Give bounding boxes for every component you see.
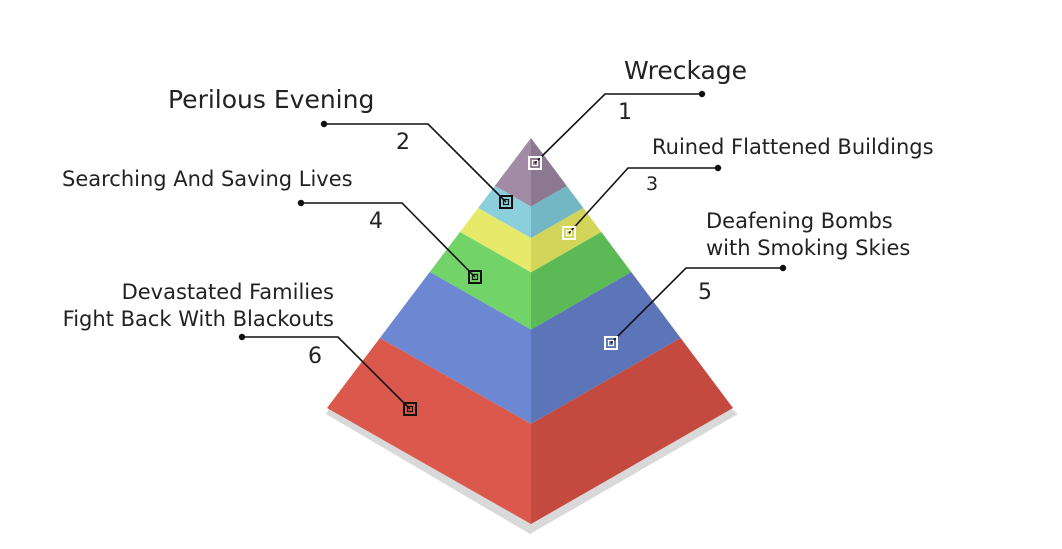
level-1-number: 1 [618,100,632,125]
level-3-marker-inner [565,229,573,237]
level-5-label: Deafening Bombs with Smoking Skies [706,208,910,262]
level-5-label-line-2: with Smoking Skies [706,236,911,260]
level-6-number: 6 [308,344,322,369]
level-4-label: Searching And Saving Lives [62,167,353,191]
level-2-left-face [478,186,531,239]
level-2-label: Perilous Evening [168,85,375,114]
level-3-right-face [531,208,602,273]
level-1-label: Wreckage [624,56,748,85]
level-5-leader-dot [779,264,787,272]
level-2-right-face [531,186,584,239]
level-2-marker [499,195,513,209]
level-5-marker [604,336,618,350]
level-2-marker-inner [502,198,510,206]
level-3-number: 3 [646,173,659,195]
level-2-leader-line [324,123,507,203]
level-6-label-line-1: Devastated Families [121,280,334,304]
level-3-label: Ruined Flattened Buildings [652,135,934,159]
level-6-marker-inner [406,405,414,413]
level-4-marker [468,270,482,284]
level-3-leader-dot [714,164,722,172]
level-1-marker-inner [531,159,539,167]
level-3-left-face [459,208,531,273]
level-2-leader-dot [320,120,328,128]
level-4-marker-inner [471,273,479,281]
level-6-marker [403,402,417,416]
level-4-right-face [531,232,632,330]
level-5-left-face [379,272,531,424]
level-1-leader-line [534,93,702,164]
level-5-number: 5 [698,280,712,305]
level-6-leader-dot [238,333,246,341]
level-3-marker [562,226,576,240]
level-6-right-face [531,338,733,524]
level-4-leader-line [301,202,476,278]
level-1-right-face [531,138,567,207]
level-1-left-face [494,138,531,207]
level-6-left-face [327,338,531,524]
level-4-number: 4 [369,209,383,234]
level-6-label-line-2: Fight Back With Blackouts [62,307,334,331]
level-1-marker [528,156,542,170]
level-5-label-line-1: Deafening Bombs [706,209,893,233]
level-2-number: 2 [396,130,410,155]
level-6-leader-line [242,336,411,410]
level-5-marker-inner [607,339,615,347]
level-5-leader-line [610,267,783,344]
level-1-leader-dot [698,90,706,98]
level-6-label: Devastated Families Fight Back With Blac… [40,279,334,333]
level-4-leader-dot [297,199,305,207]
level-3-leader-line [568,167,718,234]
